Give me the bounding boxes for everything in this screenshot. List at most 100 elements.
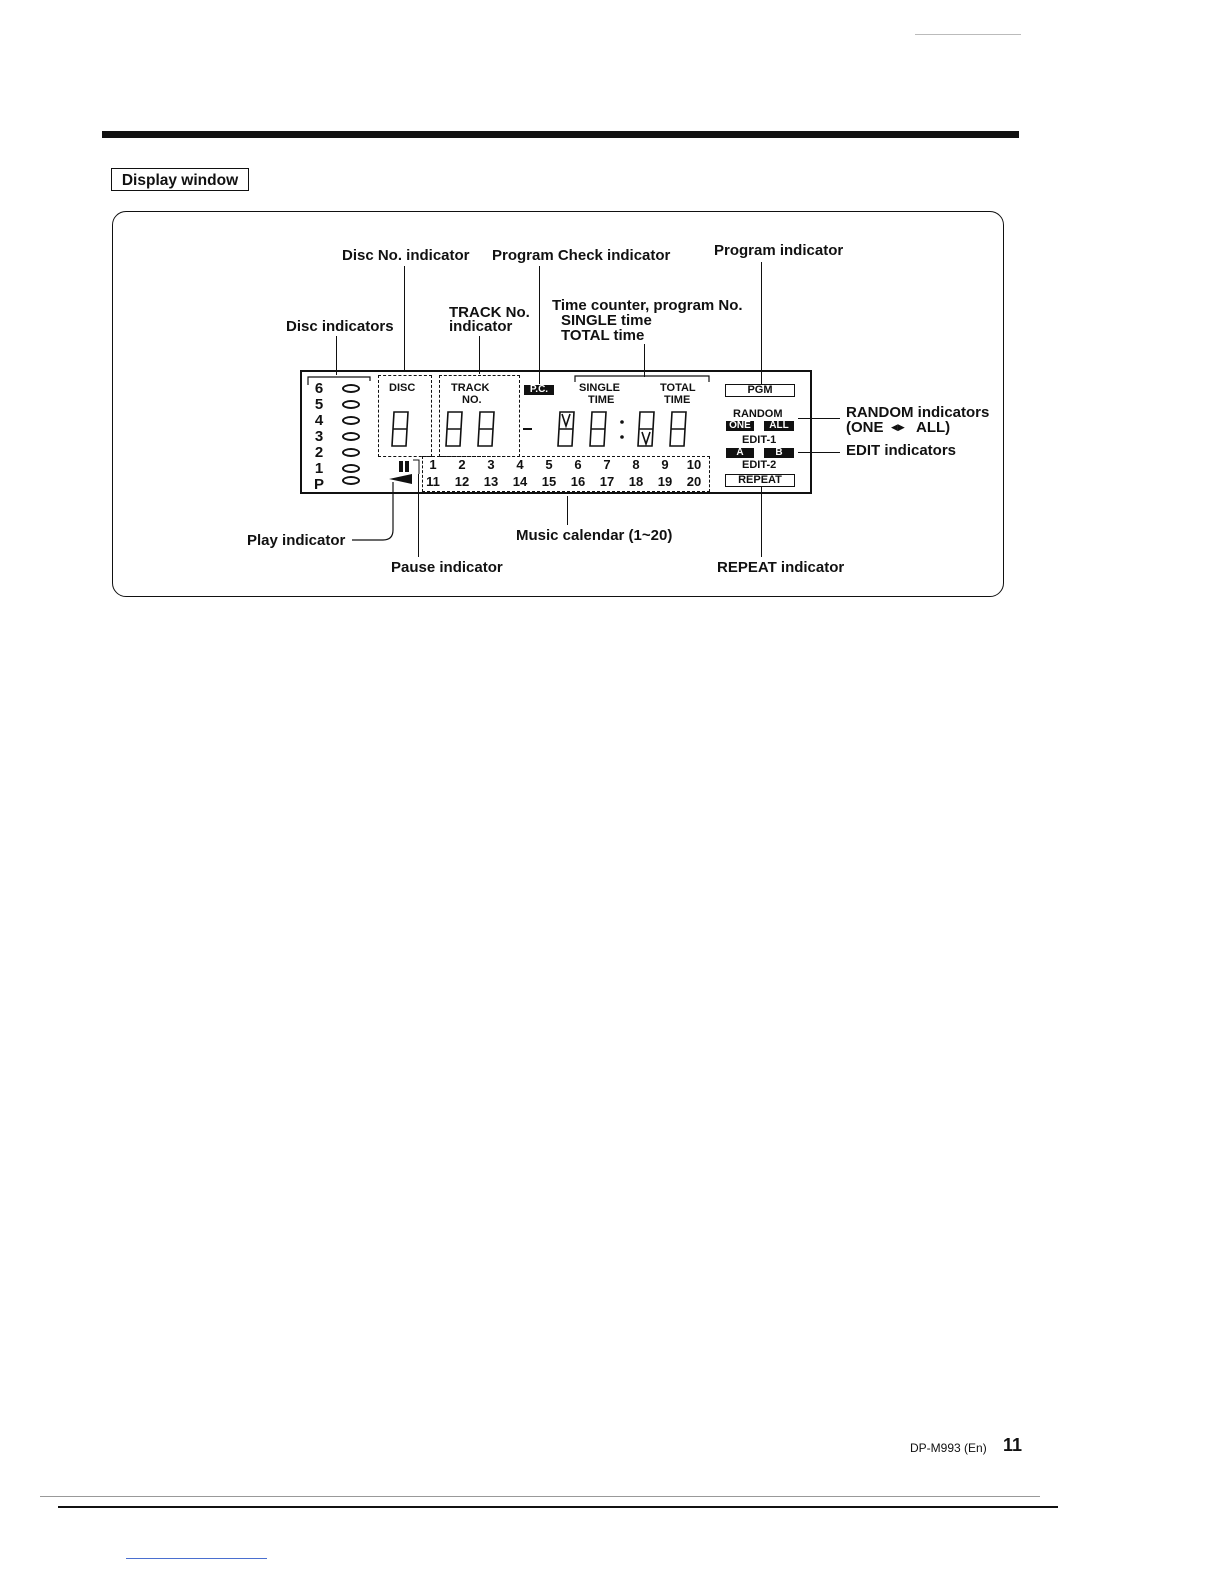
program-check-indicator: P.C. xyxy=(524,385,554,395)
music-calendar-label: Music calendar (1~20) xyxy=(516,527,673,544)
program-check-leader xyxy=(539,266,540,384)
disc-oval-icon xyxy=(342,400,360,409)
track-no-label: TRACK No. xyxy=(449,304,530,321)
play-leader xyxy=(352,482,394,541)
calendar-track-7: 7 xyxy=(603,457,611,472)
calendar-track-15: 15 xyxy=(541,474,557,489)
calendar-track-12: 12 xyxy=(454,474,470,489)
disc-label: DISC xyxy=(389,382,416,394)
track-label: TRACK xyxy=(451,382,490,394)
section-rule xyxy=(102,131,1019,138)
random-indicators-label: RANDOM indicators xyxy=(846,404,990,421)
calendar-track-16: 16 xyxy=(570,474,586,489)
calendar-track-20: 20 xyxy=(686,474,702,489)
pause-indicator-label: Pause indicator xyxy=(391,559,503,576)
random-leader xyxy=(798,418,840,419)
program-leader xyxy=(761,262,762,384)
track-no-leader xyxy=(479,336,480,374)
calendar-track-4: 4 xyxy=(516,457,524,472)
edit-a-indicator: A xyxy=(726,448,754,458)
section-title: Display window xyxy=(111,168,249,191)
track-no-label-2: indicator xyxy=(449,318,513,335)
random-all-indicator: ALL xyxy=(764,421,794,431)
double-arrow-icon: ◀▶ xyxy=(891,422,905,432)
footer-model: DP-M993 (En) xyxy=(910,1441,987,1455)
footer-rule xyxy=(58,1506,1058,1508)
total-label: TOTAL xyxy=(660,382,696,394)
random-one-indicator: ONE xyxy=(726,421,754,431)
single-time-label: SINGLE time xyxy=(561,312,652,329)
pause-icon xyxy=(399,461,409,472)
disc-oval-icon xyxy=(342,384,360,393)
disc-number-p: P xyxy=(313,476,324,493)
time-counter-leader xyxy=(644,344,645,377)
track-no-label-text: NO. xyxy=(462,394,482,406)
calendar-track-17: 17 xyxy=(599,474,615,489)
lcd-panel xyxy=(300,370,812,494)
disc-oval-icon xyxy=(342,448,360,457)
display-window-frame xyxy=(112,211,1004,597)
random-label: RANDOM xyxy=(733,408,783,420)
calendar-track-1: 1 xyxy=(429,457,437,472)
edit-leader xyxy=(798,452,840,453)
calendar-track-3: 3 xyxy=(487,457,495,472)
total-time-text: TIME xyxy=(664,394,691,406)
disc-bracket xyxy=(307,376,371,385)
play-indicator-label: Play indicator xyxy=(247,532,346,549)
random-one-label: (ONE xyxy=(846,419,884,436)
random-all-label: ALL) xyxy=(916,419,951,436)
time-bracket xyxy=(574,375,710,382)
music-calendar-box xyxy=(422,456,710,492)
disc-number-2: 2 xyxy=(314,444,324,461)
disc-oval-icon xyxy=(342,464,360,473)
disc-number-1: 1 xyxy=(314,460,324,477)
calendar-track-18: 18 xyxy=(628,474,644,489)
calendar-track-10: 10 xyxy=(686,457,702,472)
disc-indicators-label: Disc indicators xyxy=(286,318,394,335)
program-check-label: Program Check indicator xyxy=(492,247,671,264)
repeat-indicator-label: REPEAT indicator xyxy=(717,559,845,576)
calendar-track-19: 19 xyxy=(657,474,673,489)
calendar-track-2: 2 xyxy=(458,457,466,472)
pgm-indicator: PGM xyxy=(725,384,795,397)
disc-no-box xyxy=(378,375,432,457)
calendar-track-8: 8 xyxy=(632,457,640,472)
disc-oval-icon xyxy=(342,432,360,441)
calendar-track-9: 9 xyxy=(661,457,669,472)
seven-segment-display xyxy=(391,411,687,447)
edit-1-label: EDIT-1 xyxy=(742,434,777,446)
disc-oval-icon xyxy=(342,416,360,425)
play-icon xyxy=(389,474,412,484)
disc-number-5: 5 xyxy=(314,396,324,413)
pause-bracket xyxy=(413,459,420,474)
disc-number-6: 6 xyxy=(314,380,324,397)
disc-number-list: 6 5 4 3 2 1 P xyxy=(312,381,326,492)
repeat-indicator: REPEAT xyxy=(725,474,795,487)
calendar-track-11: 11 xyxy=(426,474,440,489)
calendar-row-1: 1 2 3 4 5 6 7 8 9 10 xyxy=(420,458,707,471)
disc-number-3: 3 xyxy=(314,428,324,445)
calendar-row-2: 11 12 13 14 15 16 17 18 19 20 xyxy=(420,475,707,488)
disc-no-leader xyxy=(404,266,405,371)
single-label: SINGLE xyxy=(579,382,620,394)
program-label: Program indicator xyxy=(714,242,844,259)
page-number: 11 xyxy=(1003,1435,1023,1455)
total-time-label: TOTAL time xyxy=(561,327,645,344)
top-faint-rule xyxy=(915,34,1021,35)
calendar-track-14: 14 xyxy=(512,474,528,489)
disc-oval-icon xyxy=(342,476,360,485)
disc-no-label: Disc No. indicator xyxy=(342,247,470,264)
single-time-text: TIME xyxy=(588,394,615,406)
disc-number-4: 4 xyxy=(314,412,324,429)
edit-2-label: EDIT-2 xyxy=(742,459,777,471)
edit-b-indicator: B xyxy=(764,448,794,458)
edit-indicators-label: EDIT indicators xyxy=(846,442,957,459)
footer-blue-rule xyxy=(126,1558,267,1559)
disc-indicators-leader xyxy=(336,336,337,375)
pause-leader xyxy=(418,474,419,557)
music-calendar-leader xyxy=(567,496,568,525)
calendar-track-13: 13 xyxy=(483,474,499,489)
calendar-track-5: 5 xyxy=(545,457,553,472)
footer-faint-rule xyxy=(40,1496,1040,1497)
time-counter-label: Time counter, program No. xyxy=(552,297,743,314)
